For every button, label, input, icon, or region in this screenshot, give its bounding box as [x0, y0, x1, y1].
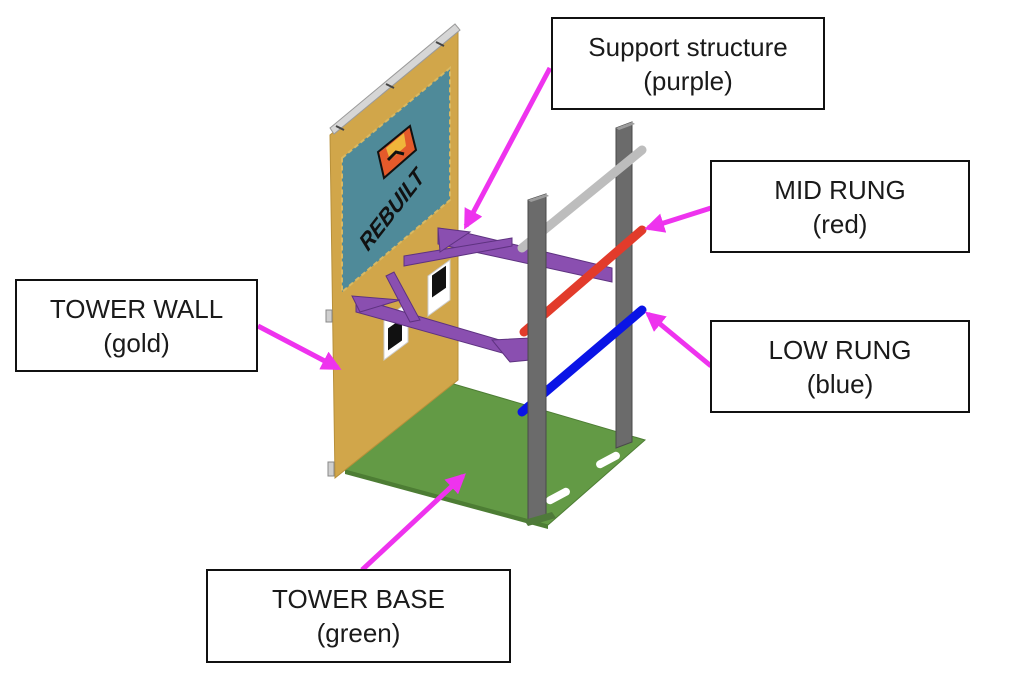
callout-tower-wall: TOWER WALL (gold): [15, 279, 258, 372]
rail-clip: [335, 41, 445, 131]
low-rung-arrow: [644, 311, 713, 368]
callout-title: Support structure: [588, 31, 788, 62]
callout-low-rung: LOW RUNG (blue): [710, 320, 970, 413]
callout-arrows: [256, 66, 713, 572]
wall-arrow: [256, 323, 342, 371]
tower-base: [344, 379, 647, 529]
base-arrow: [360, 473, 466, 572]
callout-title: LOW RUNG: [768, 334, 912, 365]
wall-bracket: [325, 309, 333, 323]
mid-rung-arrow: [644, 205, 712, 233]
support-arrow: [463, 66, 553, 230]
support-structure: [351, 227, 613, 363]
rebuilt-logo-icon: [376, 124, 418, 180]
tower-wall: REBUILT: [325, 23, 461, 480]
callout-title: TOWER WALL: [49, 293, 224, 324]
callout-tower-base: TOWER BASE (green): [206, 569, 511, 663]
callout-support-structure: Support structure (purple): [551, 17, 825, 110]
fiducial-marker: [427, 259, 451, 317]
callout-subtitle: (red): [812, 208, 868, 239]
wall-bracket: [327, 461, 335, 477]
upright-front: [524, 193, 556, 526]
callout-title: MID RUNG: [774, 174, 906, 205]
base-slot: [596, 451, 620, 469]
callout-subtitle: (gold): [103, 327, 170, 358]
wall-graphic-panel: [341, 65, 451, 295]
base-slot: [546, 487, 570, 505]
callout-subtitle: (blue): [806, 368, 874, 399]
callout-subtitle: (green): [316, 618, 401, 648]
callout-title: TOWER BASE: [272, 584, 445, 614]
callout-subtitle: (purple): [643, 65, 733, 96]
callout-mid-rung: MID RUNG (red): [710, 160, 970, 253]
upright-back: [615, 121, 635, 449]
